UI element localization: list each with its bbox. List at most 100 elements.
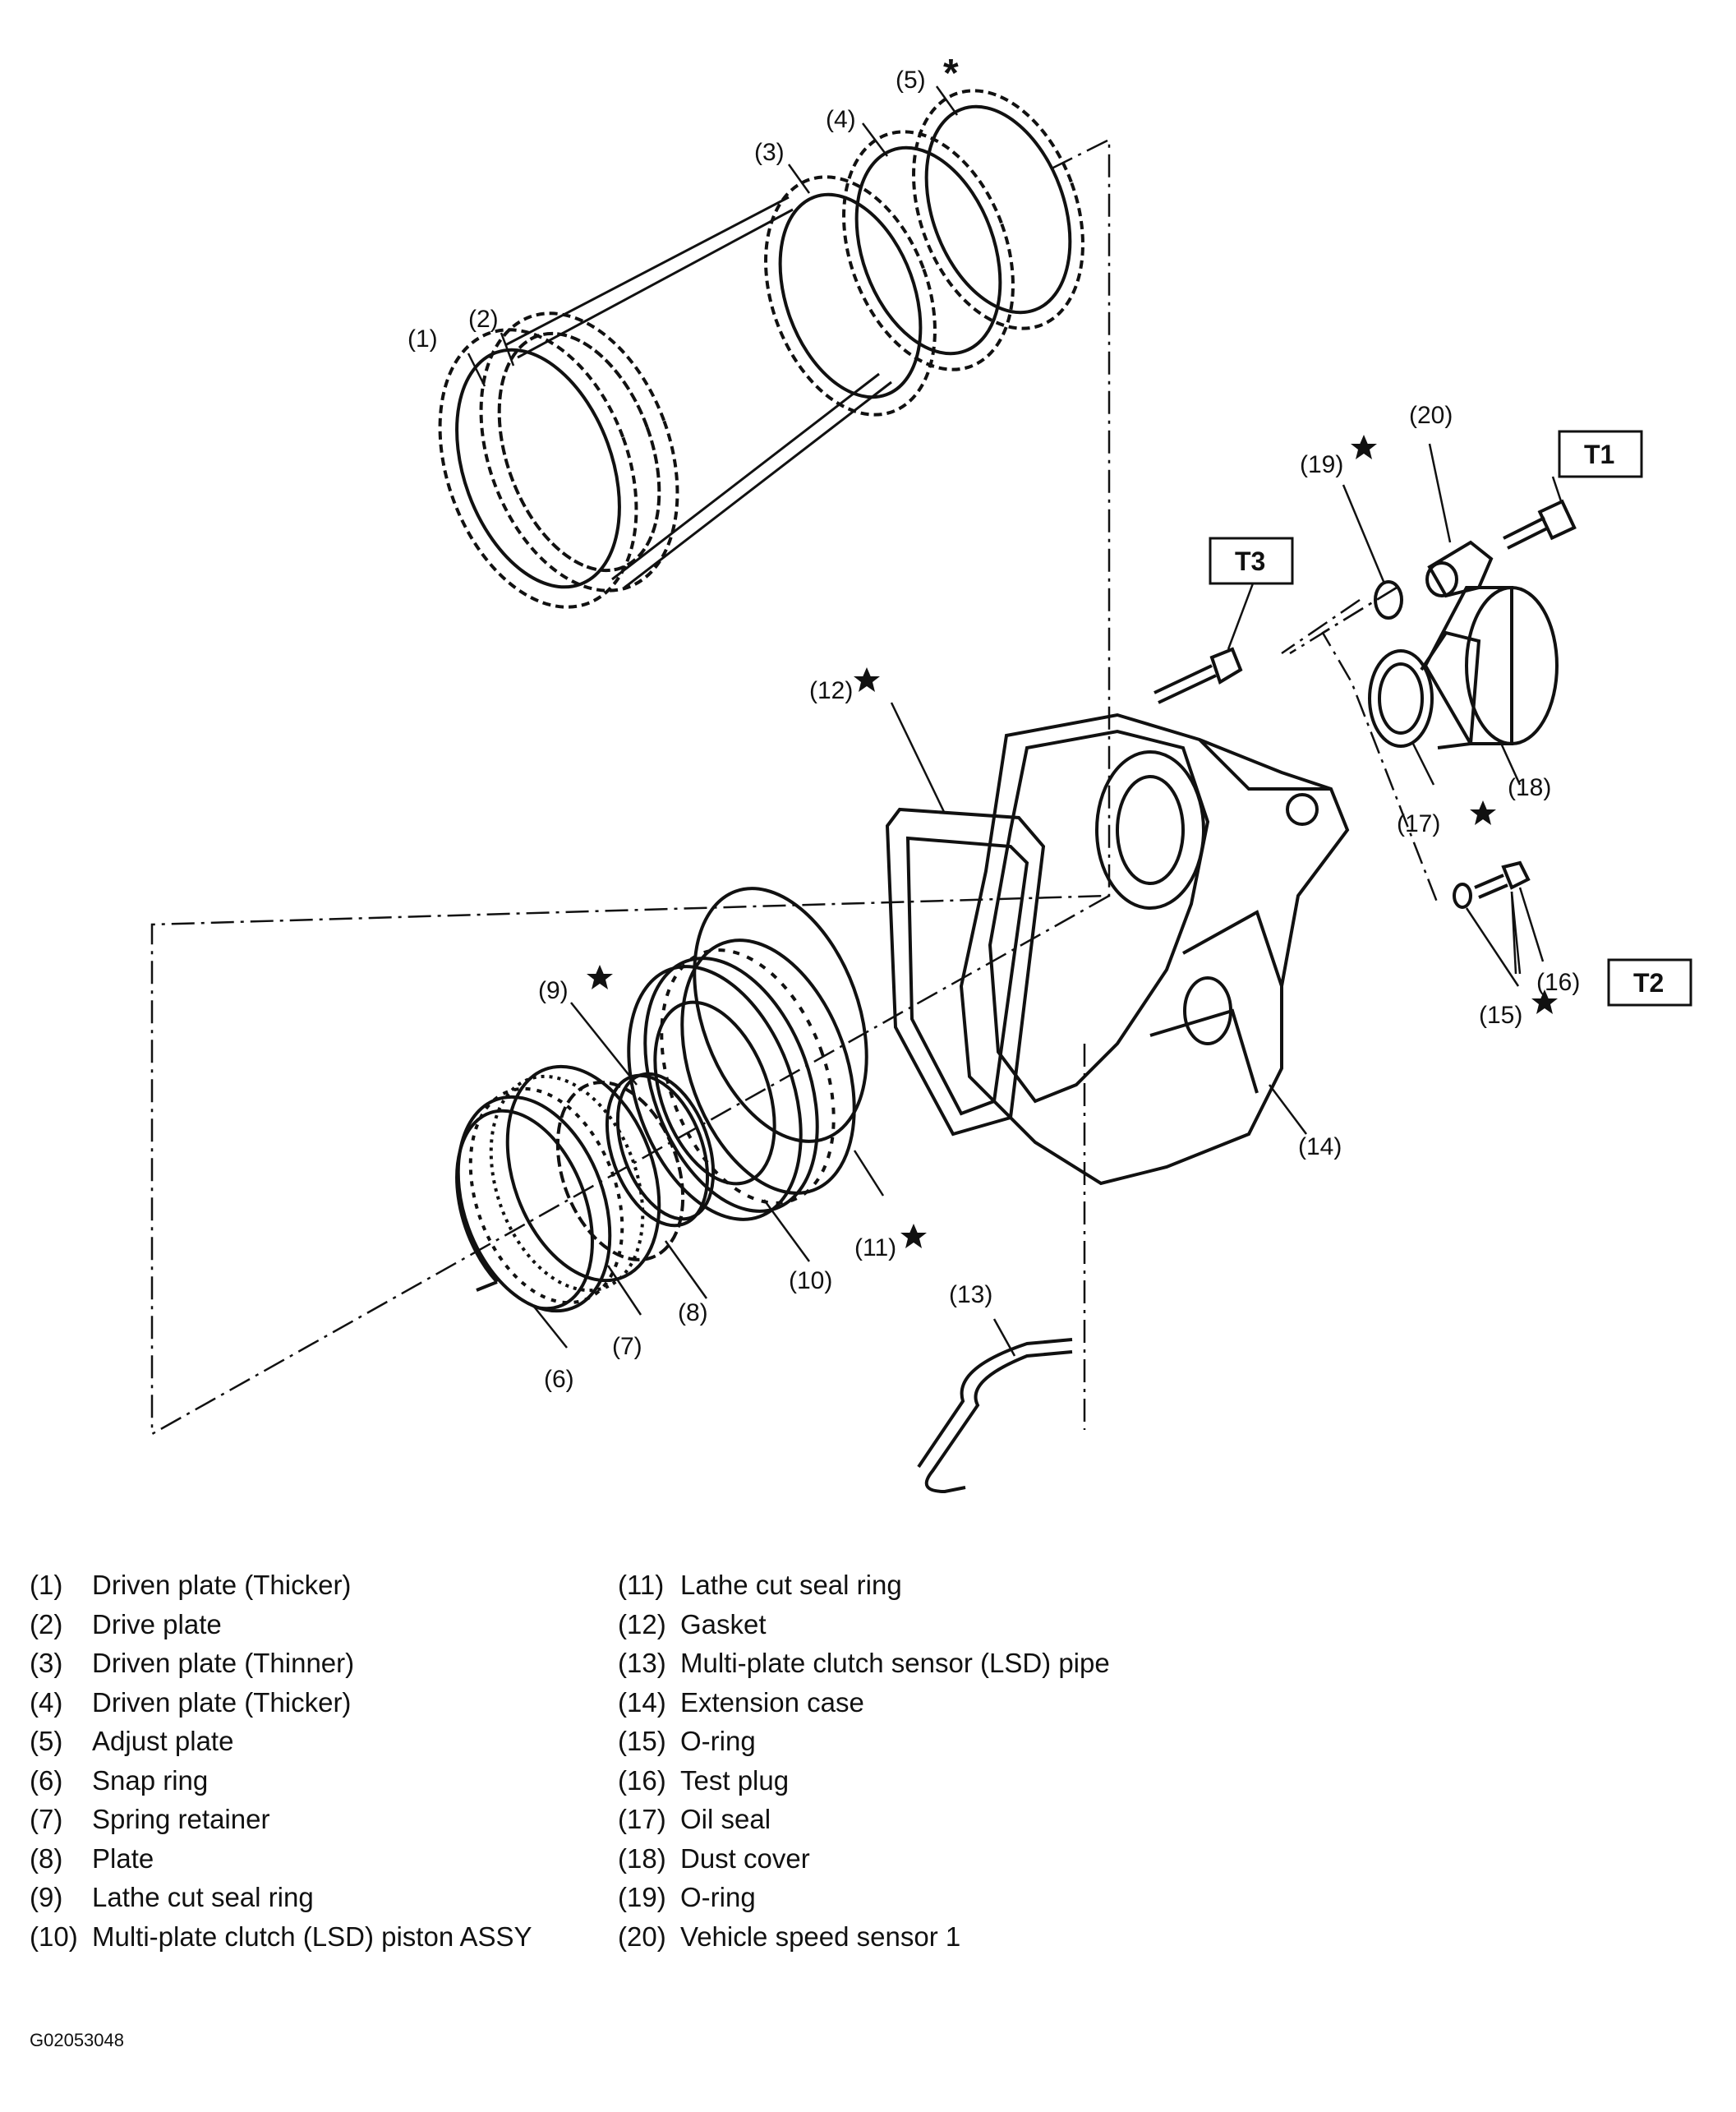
legend-item: (17) Oil seal [618,1800,1193,1839]
torque-label-t1: T1 [1584,440,1614,469]
callout-3: (3) [754,139,785,166]
bolt-t3 [1153,647,1243,704]
callout-14: (14) [1298,1133,1342,1160]
clutch-piston-assy-10 [627,938,856,1221]
legend-text: Snap ring [92,1764,209,1796]
legend-item: (11) Lathe cut seal ring [618,1566,1193,1605]
legend-text: Vehicle speed sensor 1 [680,1921,961,1952]
callout-11: (11) [854,1234,896,1261]
star-icon [854,667,880,692]
legend-text: Driven plate (Thicker) [92,1570,352,1600]
torque-box-t2: T2 [1607,958,1692,1007]
callout-6: (6) [544,1366,574,1393]
drive-plate-2 [479,311,679,593]
legend-number: (15) [618,1726,666,1756]
leader-lines [467,85,1563,1357]
callout-18: (18) [1508,774,1551,801]
star-icon [900,1224,927,1248]
callout-5: (5) [896,67,926,94]
legend-number: (17) [618,1804,666,1834]
dust-cover-18 [1423,586,1559,745]
callout-5-asterisk: * [943,52,959,95]
legend-number: (5) [30,1726,63,1756]
callout-13: (13) [949,1281,992,1308]
star-icon [587,965,613,989]
legend-item: (20) Vehicle speed sensor 1 [618,1917,1193,1957]
oil-seal-17 [1368,630,1481,749]
legend-number: (14) [618,1686,666,1718]
legend-item: (12) Gasket [618,1605,1193,1644]
legend-item: (19) O-ring [618,1878,1193,1917]
legend-text: Test plug [680,1764,790,1796]
legend-number: (18) [618,1842,666,1874]
callout-17: (17) [1397,810,1440,837]
legend-number: (19) [618,1882,666,1912]
torque-label-t3: T3 [1235,546,1265,576]
plate-pack-guide-lines [504,196,892,589]
exploded-view-outline [150,137,1439,1436]
legend-text: Driven plate (Thicker) [92,1686,352,1718]
legend-text: Lathe cut seal ring [680,1570,902,1600]
bolt-t1 [1503,499,1577,550]
torque-label-t2: T2 [1633,968,1664,998]
legend-number: (20) [618,1921,666,1952]
legend-item: (18)Dust cover [618,1839,1193,1879]
legend-item: (7) Spring retainer [30,1800,605,1839]
legend-text: Gasket [680,1608,767,1639]
legend-text: Spring retainer [92,1804,270,1834]
legend-text: Lathe cut seal ring [92,1882,314,1912]
legend-text: Oil seal [680,1804,771,1834]
plate-8 [555,1081,685,1261]
legend-number: (12) [618,1608,666,1639]
legend-text: Driven plate (Thinner) [92,1648,355,1678]
test-plug-16 [1474,860,1531,899]
legend-number: (10) [30,1921,78,1952]
callout-12: (12) [809,677,853,704]
parts-legend-left: (1) Driven plate (Thicker) (2) Drive plate… [30,1566,605,1956]
legend-text: Drive plate [92,1608,222,1639]
torque-box-t1: T1 [1558,430,1643,478]
snap-ring-6 [455,1109,594,1311]
legend-number: (3) [30,1648,63,1678]
callout-4: (4) [826,106,856,133]
legend-item: (16) Test plug [618,1761,1193,1801]
figure-id: G02053048 [30,2030,124,2050]
legend-text: O-ring [680,1726,756,1756]
legend-number: (7) [30,1804,63,1834]
callout-9: (9) [538,977,569,1004]
legend-text: O-ring [680,1882,756,1912]
replace-star-icons [587,435,1558,1248]
callout-7: (7) [612,1333,642,1360]
parts-legend-right: (11) Lathe cut seal ring (12) Gasket (13)M… [618,1566,1193,1956]
callout-16: (16) [1536,969,1580,996]
callout-15: (15) [1479,1002,1522,1029]
spring-retainer-7 [456,1064,661,1313]
legend-item: (8) Plate [30,1839,605,1879]
legend-number: (1) [30,1570,63,1600]
callout-1: (1) [408,325,438,353]
legend-number: (2) [30,1608,63,1639]
legend-number: (8) [30,1842,63,1874]
legend-item: (3) Driven plate (Thinner) [30,1644,605,1683]
star-icon [1470,800,1496,825]
legend-item: (2) Drive plate [30,1605,605,1644]
callout-8: (8) [678,1299,708,1326]
legend-number: (11) [618,1570,665,1600]
legend-text: Adjust plate [92,1726,234,1756]
torque-box-t3: T3 [1209,537,1294,585]
legend-text: Plate [92,1842,154,1874]
callout-19: (19) [1300,451,1343,478]
legend-text: Multi-plate clutch (LSD) piston ASSY [92,1921,532,1952]
callout-10: (10) [789,1267,832,1294]
legend-item: (14)Extension case [618,1683,1193,1722]
vehicle-speed-sensor-20 [1425,540,1494,598]
legend-number: (16) [618,1764,666,1796]
callout-labels: (1) (2) (3) (4) (5) * (6) (7) (8) (9) (1… [408,52,1580,1393]
extension-case-14 [959,712,1350,1186]
exploded-parts-diagram: (1) (2) (3) (4) (5) * (6) (7) (8) (9) (1… [150,52,1692,1494]
legend-item: (4)Driven plate (Thicker) [30,1683,605,1722]
legend-item: (13)Multi-plate clutch sensor (LSD) pipe [618,1644,1111,1683]
star-icon [1351,435,1377,459]
legend-item: (10) Multi-plate clutch (LSD) piston ASSY [30,1917,539,1957]
legend-item: (6)Snap ring [30,1761,605,1801]
